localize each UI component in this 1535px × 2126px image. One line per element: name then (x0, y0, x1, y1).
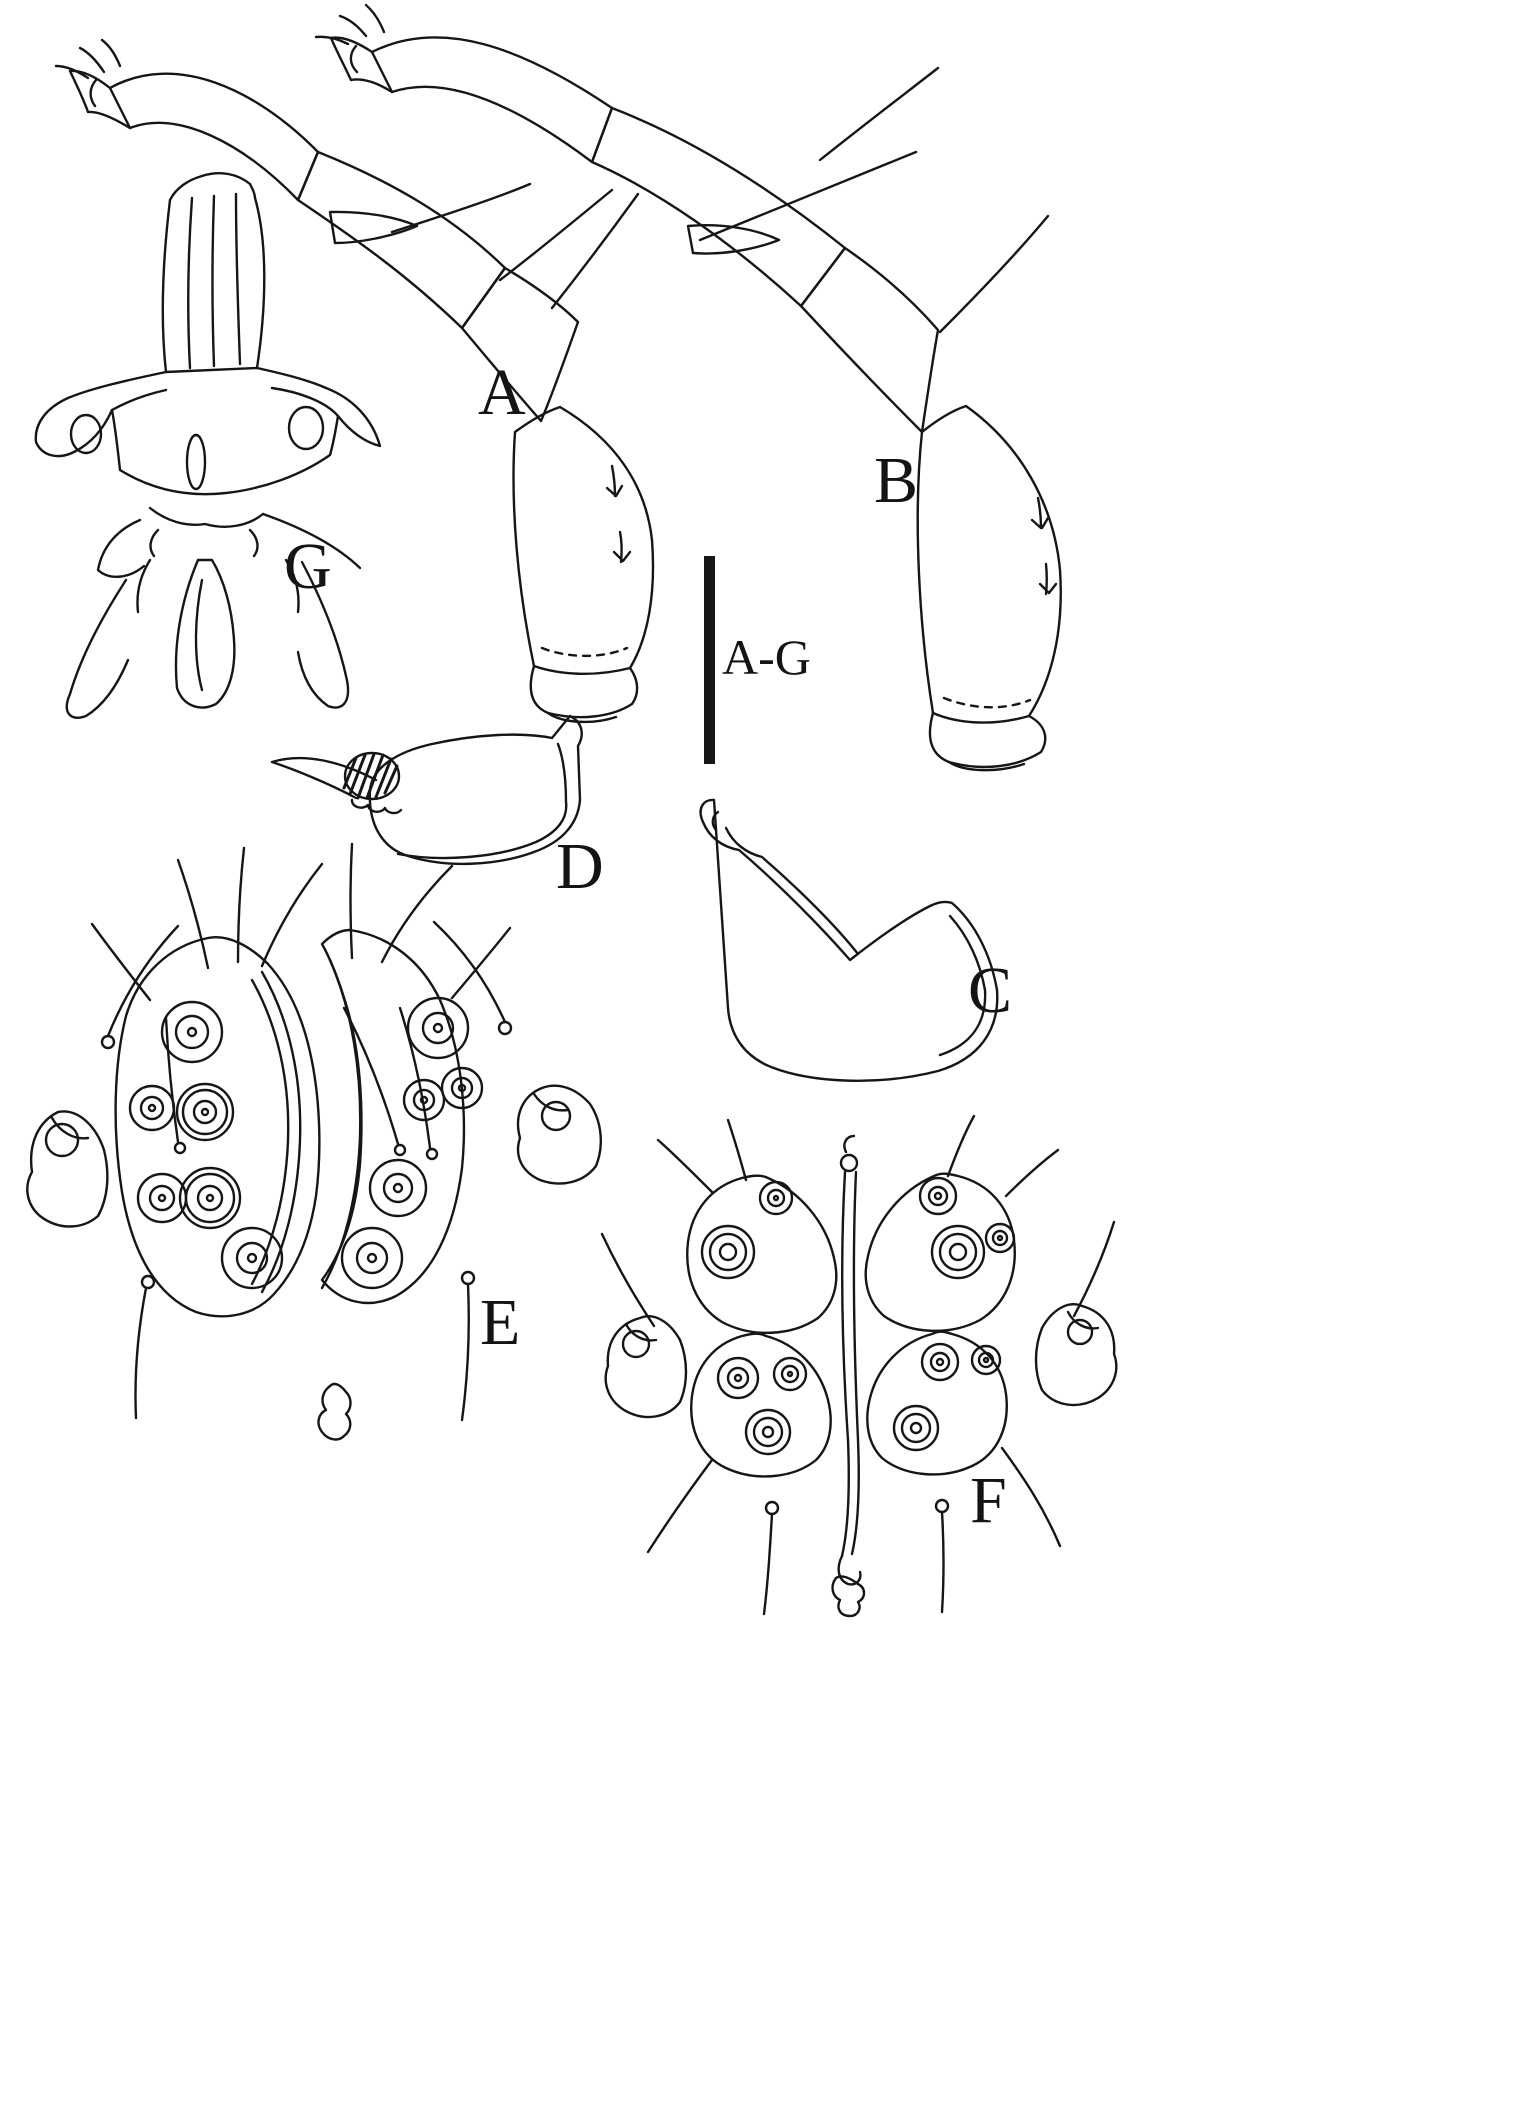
appendage-b-drawing (314, 3, 1062, 772)
panel-label-f: F (970, 1464, 1007, 1537)
panel-label-e: E (480, 1286, 521, 1359)
panel-label-g: G (284, 530, 332, 603)
scale-bar (704, 556, 715, 764)
panel-label-d: D (556, 830, 604, 903)
structure-d-drawing (270, 714, 583, 866)
panel-label-a: A (478, 356, 526, 429)
structure-e-drawing (26, 842, 602, 1441)
structure-g-drawing (34, 172, 382, 719)
panel-label-c: C (968, 954, 1013, 1027)
scale-bar-label: A-G (722, 629, 811, 685)
appendage-a-drawing (54, 38, 655, 724)
panel-label-b: B (874, 444, 919, 517)
structure-f-drawing (600, 1114, 1118, 1618)
structure-c-drawing (699, 798, 999, 1082)
